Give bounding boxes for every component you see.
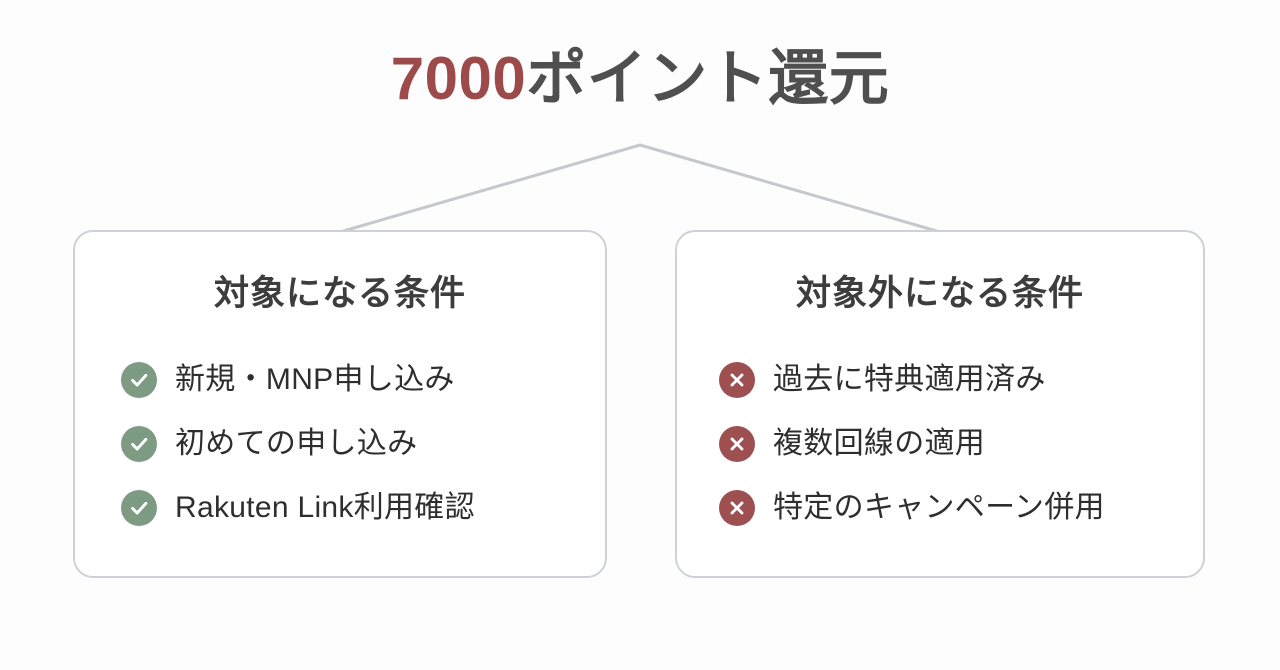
list-item: 初めての申し込み <box>121 412 605 476</box>
card-ineligible-list: 過去に特典適用済み 複数回線の適用 特定のキャンペーン併用 <box>677 348 1203 540</box>
list-item-label: 特定のキャンペーン併用 <box>773 491 1105 524</box>
list-item-label: 複数回線の適用 <box>773 427 986 460</box>
list-item: 特定のキャンペーン併用 <box>719 476 1203 540</box>
card-ineligible-heading: 対象外になる条件 <box>795 274 1084 313</box>
title-highlight-number: 7000 <box>390 45 527 112</box>
list-item-label: 初めての申し込み <box>175 427 418 460</box>
check-icon <box>121 426 157 462</box>
title-rest-text: ポイント還元 <box>526 45 890 112</box>
cross-icon <box>719 426 755 462</box>
card-eligible-list: 新規・MNP申し込み 初めての申し込み Rakuten Link利用確認 <box>75 348 605 540</box>
list-item-label: Rakuten Link利用確認 <box>175 491 475 524</box>
connector-line-right <box>638 143 942 234</box>
list-item: Rakuten Link利用確認 <box>121 476 605 540</box>
cross-icon <box>719 490 755 526</box>
list-item-label: 新規・MNP申し込み <box>175 363 455 396</box>
page-title: 7000ポイント還元 <box>0 44 1280 113</box>
list-item-label: 過去に特典適用済み <box>773 363 1046 396</box>
check-icon <box>121 490 157 526</box>
card-eligible: 対象になる条件 新規・MNP申し込み 初めての申し込み Rakuten Link… <box>73 230 607 578</box>
list-item: 過去に特典適用済み <box>719 348 1203 412</box>
cross-icon <box>719 362 755 398</box>
connector-line-left <box>338 143 642 234</box>
list-item: 複数回線の適用 <box>719 412 1203 476</box>
card-ineligible: 対象外になる条件 過去に特典適用済み 複数回線の適用 特定のキャンペーン併用 <box>675 230 1205 578</box>
card-eligible-heading: 対象になる条件 <box>213 274 466 313</box>
check-icon <box>121 362 157 398</box>
list-item: 新規・MNP申し込み <box>121 348 605 412</box>
